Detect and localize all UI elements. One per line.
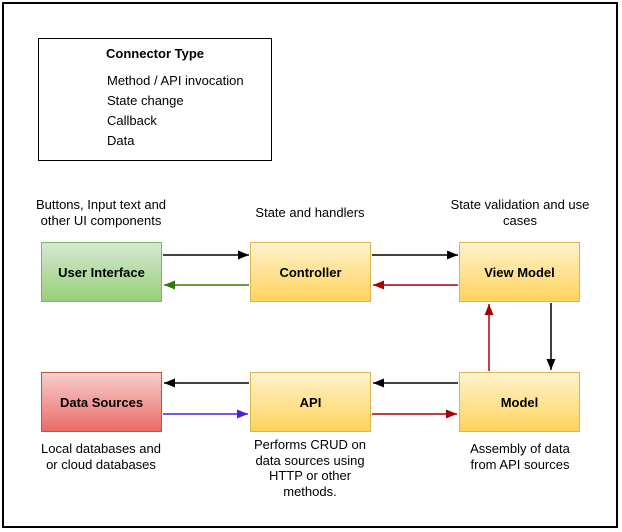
legend-label-callback: Callback	[107, 113, 157, 128]
annotation-controller: State and handlers	[255, 205, 365, 220]
legend-title: Connector Type	[106, 46, 204, 61]
annotation-data-sources: Local databases and or cloud databases	[41, 441, 161, 472]
annotation-view-model: State validation and use cases	[450, 197, 590, 228]
legend-label-method: Method / API invocation	[107, 73, 244, 88]
legend-label-state-change: State change	[107, 93, 184, 108]
node-user-interface: User Interface	[41, 242, 162, 302]
node-model: Model	[459, 372, 580, 432]
annotation-api: Performs CRUD on data sources using HTTP…	[254, 437, 366, 499]
outer-border	[2, 2, 618, 528]
node-controller: Controller	[250, 242, 371, 302]
annotation-user-interface: Buttons, Input text and other UI compone…	[35, 197, 167, 228]
legend-box: Connector Type Method / API invocation S…	[38, 38, 272, 161]
node-data-sources: Data Sources	[41, 372, 162, 432]
node-api: API	[250, 372, 371, 432]
node-view-model: View Model	[459, 242, 580, 302]
legend-label-data: Data	[107, 133, 135, 148]
annotation-model: Assembly of data from API sources	[470, 441, 570, 472]
